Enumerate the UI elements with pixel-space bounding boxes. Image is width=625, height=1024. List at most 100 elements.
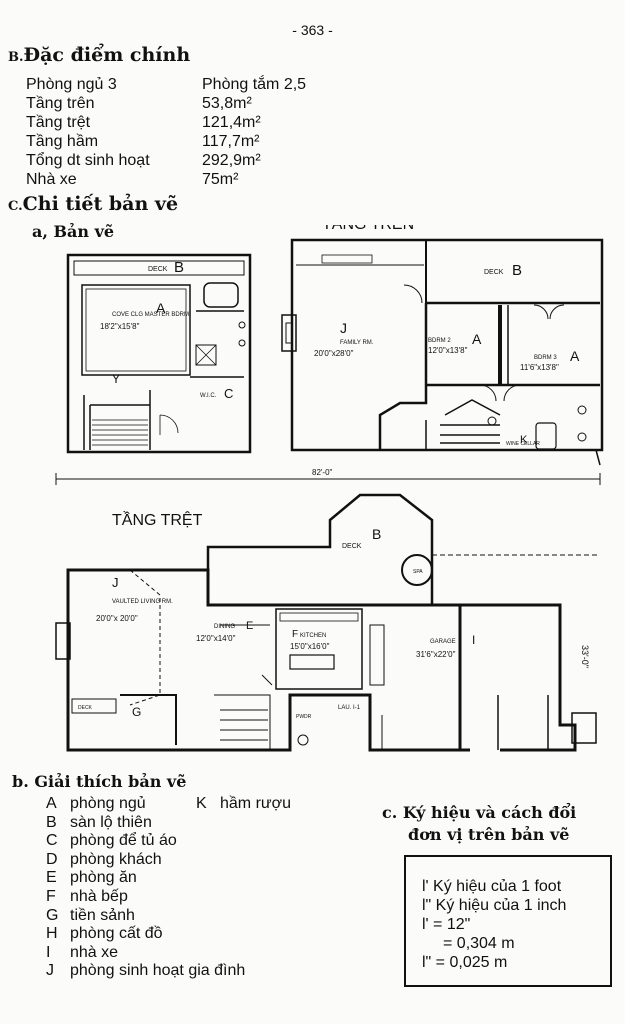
garage-label: GARAGE <box>430 639 456 645</box>
spec-value: 75m² <box>202 171 239 188</box>
spec-value: 117,7m² <box>202 133 260 150</box>
spec-value: 292,9m² <box>202 152 261 169</box>
legend-title: b. Giải thích bản vẽ <box>12 772 187 791</box>
bdrm2-letter: A <box>472 331 482 347</box>
shower <box>195 344 217 366</box>
spec-value: 121,4m² <box>202 114 261 131</box>
bdrm2-size: 12'0"x13'8" <box>428 346 468 355</box>
spec-label: Nhà xe <box>26 171 77 188</box>
legend-key: C <box>46 832 58 850</box>
ground-floor-title: TẦNG TRỆT <box>112 510 203 529</box>
master-bedroom-inner <box>85 288 187 372</box>
section-b-marker: B. <box>8 50 24 65</box>
kitchen <box>275 608 363 690</box>
ground-fireplace <box>55 622 71 660</box>
wine-cellar-letter: K <box>520 434 528 446</box>
spec-label: Tầng trệt <box>26 114 91 131</box>
subsection-a-title: a, Bản vẽ <box>32 222 115 241</box>
laundry-label: LAU. I-1 <box>338 705 361 711</box>
garage-letter: I <box>472 633 475 647</box>
symbols-title-line2: đơn vị trên bản vẽ <box>408 825 570 844</box>
laundry-area <box>369 624 385 686</box>
family-room-label: FAMILY RM. <box>340 340 374 346</box>
upper-floor-outline <box>290 238 604 452</box>
garage-outline <box>458 603 577 752</box>
dining-room-letter: E <box>246 620 253 632</box>
upper-floor-title: TẦNG TRÊN <box>322 225 414 233</box>
dining-room-label: DINING <box>214 624 235 630</box>
legend-key: B <box>46 813 57 831</box>
kitchen-letter: F <box>292 629 298 640</box>
unit-conversion-lines: l' Ký hiệu của 1 foot l" Ký hiệu của 1 i… <box>422 877 566 972</box>
master-suite-outline <box>66 253 252 454</box>
dimension-side: 33'-0" <box>580 645 590 668</box>
dining-room-size: 12'0"x14'0" <box>196 634 236 643</box>
bathtub <box>203 282 239 308</box>
floor-plan-drawing: TẦNG TRÊN DECK B COVE CLG MASTER BDRM. 1… <box>55 225 604 752</box>
conversion-foot-meters: = 0,304 m <box>443 935 515 952</box>
conversion-inch-meters: l" = 0,025 m <box>422 954 508 971</box>
spec-value: Phòng tắm 2,5 <box>202 76 307 93</box>
kitchen-island <box>289 654 335 670</box>
fireplace <box>281 314 297 352</box>
deck-b2-label: DECK <box>484 269 504 276</box>
master-bedroom-letter: A <box>156 300 166 316</box>
spa <box>401 554 433 586</box>
legend-key: H <box>46 925 58 943</box>
ground-foyer-letter: G <box>132 705 141 719</box>
legend-text: phòng ăn <box>70 869 137 887</box>
legend-key: A <box>46 795 57 812</box>
living-room-label: VAULTED LIVING RM. <box>112 599 173 605</box>
porch <box>71 698 117 714</box>
ground-floor-outline <box>66 568 462 752</box>
wic-letter: C <box>224 386 233 401</box>
bdrm2-label: BDRM 2 <box>428 338 451 344</box>
master-bedroom-size: 18'2"x15'8" <box>100 322 140 331</box>
living-room-letter: J <box>112 575 119 590</box>
deck-b2-letter: B <box>512 262 522 279</box>
symbol-inch: l" Ký hiệu của 1 inch <box>422 897 567 914</box>
deck-b1 <box>73 260 245 276</box>
kitchen-size: 15'0"x16'0" <box>290 642 330 651</box>
legend-text: hầm rượu <box>220 795 291 812</box>
bdrm3-label: BDRM 3 <box>534 355 557 361</box>
conversion-foot-inches: l' = 12" <box>422 916 471 933</box>
legend-key: D <box>46 850 58 868</box>
garage-size: 31'6"x22'0" <box>416 650 456 659</box>
spec-row: Nhà xe 75m² <box>26 170 306 189</box>
page-number: - 363 - <box>292 22 333 38</box>
living-room-size: 20'0"x 20'0" <box>96 614 138 623</box>
bdrm3-letter: A <box>570 348 580 364</box>
family-room-size: 20'0"x28'0" <box>314 349 354 358</box>
legend-key: K <box>196 795 207 812</box>
section-c-marker: C. <box>8 199 23 214</box>
section-b-heading: B.Đặc điểm chính <box>8 44 190 66</box>
section-c-title: Chi tiết bản vẽ <box>22 193 179 215</box>
kitchen-label: KITCHEN <box>300 633 326 639</box>
master-bedroom <box>81 284 191 376</box>
legend-text: sàn lộ thiên <box>70 813 152 831</box>
spec-label: Tầng trên <box>26 95 95 112</box>
family-room-letter: J <box>340 320 347 336</box>
legend-text: phòng ngủ <box>70 795 146 812</box>
spec-label: Phòng ngủ 3 <box>26 76 117 93</box>
deck-b3-letter: B <box>372 526 381 542</box>
upper-foyer-letter: Y <box>112 372 120 386</box>
section-b-title: Đặc điểm chính <box>23 44 191 66</box>
legend-text: phòng sinh hoạt gia đình <box>70 962 246 980</box>
